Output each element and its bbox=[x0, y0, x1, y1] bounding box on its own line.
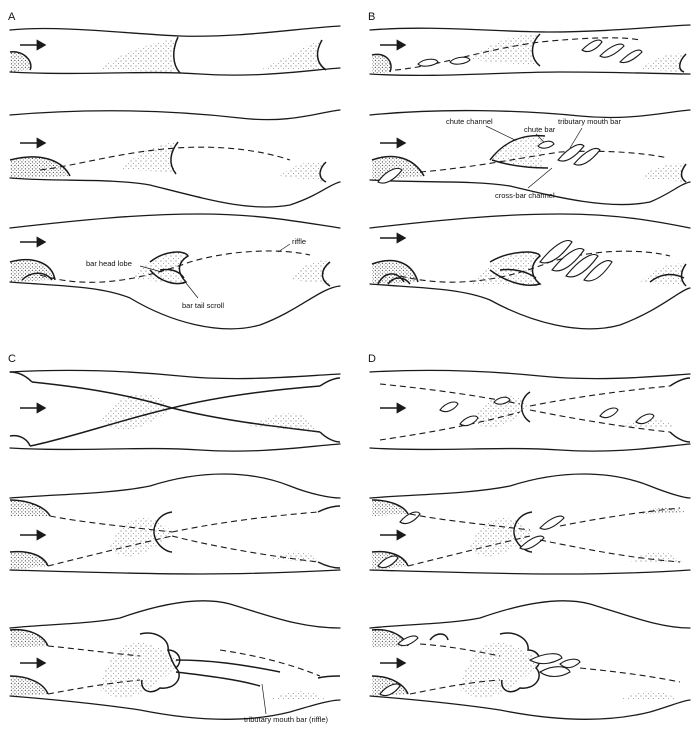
panel-a-stage-3: riffle bar head lobe bar tail scroll bbox=[10, 214, 340, 329]
panel-b-stage-3 bbox=[370, 214, 690, 329]
panel-label-d: D bbox=[368, 353, 376, 365]
panel-c-stage-3: tributary mouth bar (riffle) bbox=[10, 601, 340, 724]
label-tributary-mouth-bar: tributary mouth bar bbox=[558, 117, 621, 126]
panel-b: chute channel chute bar tributary mouth … bbox=[370, 25, 690, 329]
panel-b-stage-2: chute channel chute bar tributary mouth … bbox=[370, 110, 690, 205]
panel-c-stage-2 bbox=[10, 474, 340, 574]
label-cross-bar-channel: cross-bar channel bbox=[495, 191, 555, 200]
label-tributary-mouth-bar-riffle: tributary mouth bar (riffle) bbox=[244, 715, 329, 724]
panel-a: riffle bar head lobe bar tail scroll bbox=[10, 26, 340, 329]
panel-a-stage-1 bbox=[10, 26, 340, 75]
label-riffle: riffle bbox=[292, 237, 306, 246]
panel-b-stage-1 bbox=[370, 25, 690, 75]
panel-label-c: C bbox=[8, 353, 16, 365]
panel-c-stage-1 bbox=[10, 370, 340, 451]
panel-d bbox=[370, 370, 690, 719]
label-bar-tail-scroll: bar tail scroll bbox=[182, 301, 224, 310]
label-bar-head-lobe: bar head lobe bbox=[86, 259, 132, 268]
panel-label-a: A bbox=[8, 11, 16, 23]
panel-d-stage-3 bbox=[370, 601, 690, 719]
panel-a-stage-2 bbox=[10, 110, 340, 207]
panel-d-stage-1 bbox=[370, 370, 690, 451]
label-chute-channel: chute channel bbox=[446, 117, 493, 126]
label-chute-bar: chute bar bbox=[524, 125, 556, 134]
panel-label-b: B bbox=[368, 11, 375, 23]
panel-d-stage-2 bbox=[370, 474, 690, 574]
panel-c: tributary mouth bar (riffle) bbox=[10, 370, 340, 724]
